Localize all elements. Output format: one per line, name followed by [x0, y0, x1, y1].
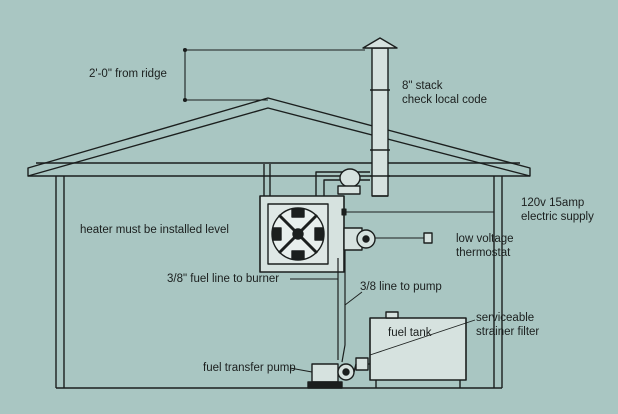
line-to-pump-label: 3/8 line to pump — [360, 281, 442, 293]
electric-supply-line2: electric supply — [521, 211, 594, 223]
thermostat-label: low voltage thermostat — [456, 232, 514, 260]
exhaust-stack — [362, 37, 398, 197]
ridge-clearance-label: 2'-0" from ridge — [89, 68, 167, 80]
thermostat-label-line2: thermostat — [456, 247, 511, 259]
stack-label-line2: check local code — [402, 94, 488, 106]
electric-supply-line1: 120v 15amp — [521, 197, 585, 209]
building-walls — [55, 176, 503, 389]
fuel-transfer-pump — [307, 363, 357, 389]
electric-supply-label: 120v 15amp electric supply — [521, 196, 594, 224]
thermostat — [375, 232, 433, 244]
transfer-pump-label: fuel transfer pump — [203, 362, 296, 374]
leader-lines — [289, 278, 476, 373]
electric-supply-line — [341, 208, 494, 216]
heater-level-label: heater must be installed level — [80, 224, 229, 236]
stack-label-line1: 8" stack — [402, 80, 443, 92]
fuel-line — [337, 250, 346, 363]
strainer-filter-label: serviceable strainer filter — [476, 311, 539, 339]
thermostat-label-line1: low voltage — [456, 233, 514, 245]
flue-connector — [315, 168, 370, 196]
strainer-filter — [355, 357, 370, 371]
stack-label: 8" stack check local code — [402, 79, 487, 107]
strainer-label-line2: strainer filter — [476, 326, 540, 338]
heater-unit — [259, 195, 376, 273]
roof — [27, 97, 531, 177]
fuel-line-burner-label: 3/8" fuel line to burner — [167, 273, 280, 285]
strainer-label-line1: serviceable — [476, 312, 535, 324]
fuel-tank-label: fuel tank — [388, 327, 432, 339]
ridge-dimension-bracket — [182, 47, 365, 103]
